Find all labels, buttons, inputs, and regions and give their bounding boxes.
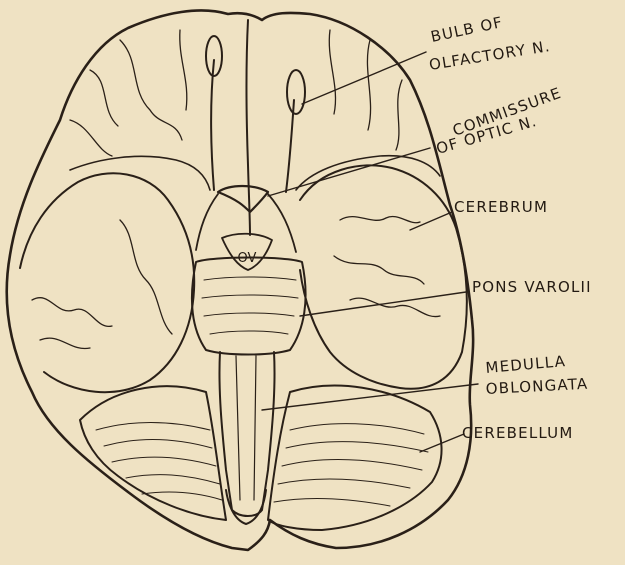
- label-cerebrum: CEREBRUM: [454, 198, 548, 216]
- label-pons-varolii: PONS VAROLII: [472, 278, 592, 296]
- label-cerebellum: CEREBELLUM: [462, 424, 574, 442]
